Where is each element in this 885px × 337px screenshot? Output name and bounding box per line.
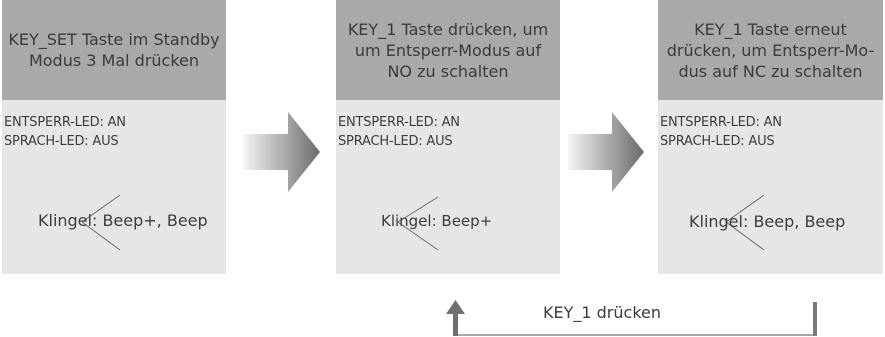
step-2-ring-label: Klingel: Beep+ (381, 212, 493, 230)
step-2-voice-led: SPRACH-LED: AUS (338, 134, 453, 149)
flow-arrow-right-icon (568, 112, 644, 192)
loop-label: KEY_1 drücken (543, 303, 661, 322)
step-2-unlock-led: ENTSPERR-LED: AN (338, 115, 460, 130)
arrow-up-icon (446, 300, 465, 314)
flow-arrow-right-icon (244, 112, 320, 192)
step-3-unlock-led: ENTSPERR-LED: AN (660, 115, 782, 130)
step-3-header: KEY_1 Taste erneut drücken, um Entsperr-… (658, 0, 883, 100)
step-1-body: ENTSPERR-LED: AN SPRACH-LED: AUS Klingel… (2, 100, 226, 274)
step-3-header-text: KEY_1 Taste erneut drücken, um Entsperr-… (666, 19, 875, 81)
step-3-voice-led: SPRACH-LED: AUS (660, 134, 775, 149)
step-3-ring-lines (725, 194, 765, 251)
step-2-body: ENTSPERR-LED: AN SPRACH-LED: AUS Klingel… (336, 100, 560, 274)
step-1-header: KEY_SET Taste im Standby Modus 3 Mal drü… (2, 0, 226, 100)
step-1-status: ENTSPERR-LED: AN SPRACH-LED: AUS (4, 113, 126, 151)
step-3-status: ENTSPERR-LED: AN SPRACH-LED: AUS (660, 113, 782, 151)
step-2-ring-lines (397, 196, 439, 251)
step-2-header: KEY_1 Taste drücken, um um Entsperr-Modu… (336, 0, 560, 100)
step-1-ring-lines (81, 194, 121, 251)
step-box-3: KEY_1 Taste erneut drücken, um Entsperr-… (658, 0, 883, 274)
step-1-voice-led: SPRACH-LED: AUS (4, 134, 119, 149)
step-3-body: ENTSPERR-LED: AN SPRACH-LED: AUS Klingel… (658, 100, 883, 274)
step-1-unlock-led: ENTSPERR-LED: AN (4, 115, 126, 130)
step-1-header-text: KEY_SET Taste im Standby Modus 3 Mal drü… (8, 30, 220, 70)
step-3-ring-label: Klingel: Beep, Beep (689, 212, 846, 231)
step-2-header-text: KEY_1 Taste drücken, um um Entsperr-Modu… (347, 19, 549, 81)
step-box-2: KEY_1 Taste drücken, um um Entsperr-Modu… (336, 0, 560, 274)
step-1-ring-label: Klingel: Beep+, Beep (38, 211, 208, 230)
step-2-status: ENTSPERR-LED: AN SPRACH-LED: AUS (338, 113, 460, 151)
step-box-1: KEY_SET Taste im Standby Modus 3 Mal drü… (2, 0, 226, 274)
